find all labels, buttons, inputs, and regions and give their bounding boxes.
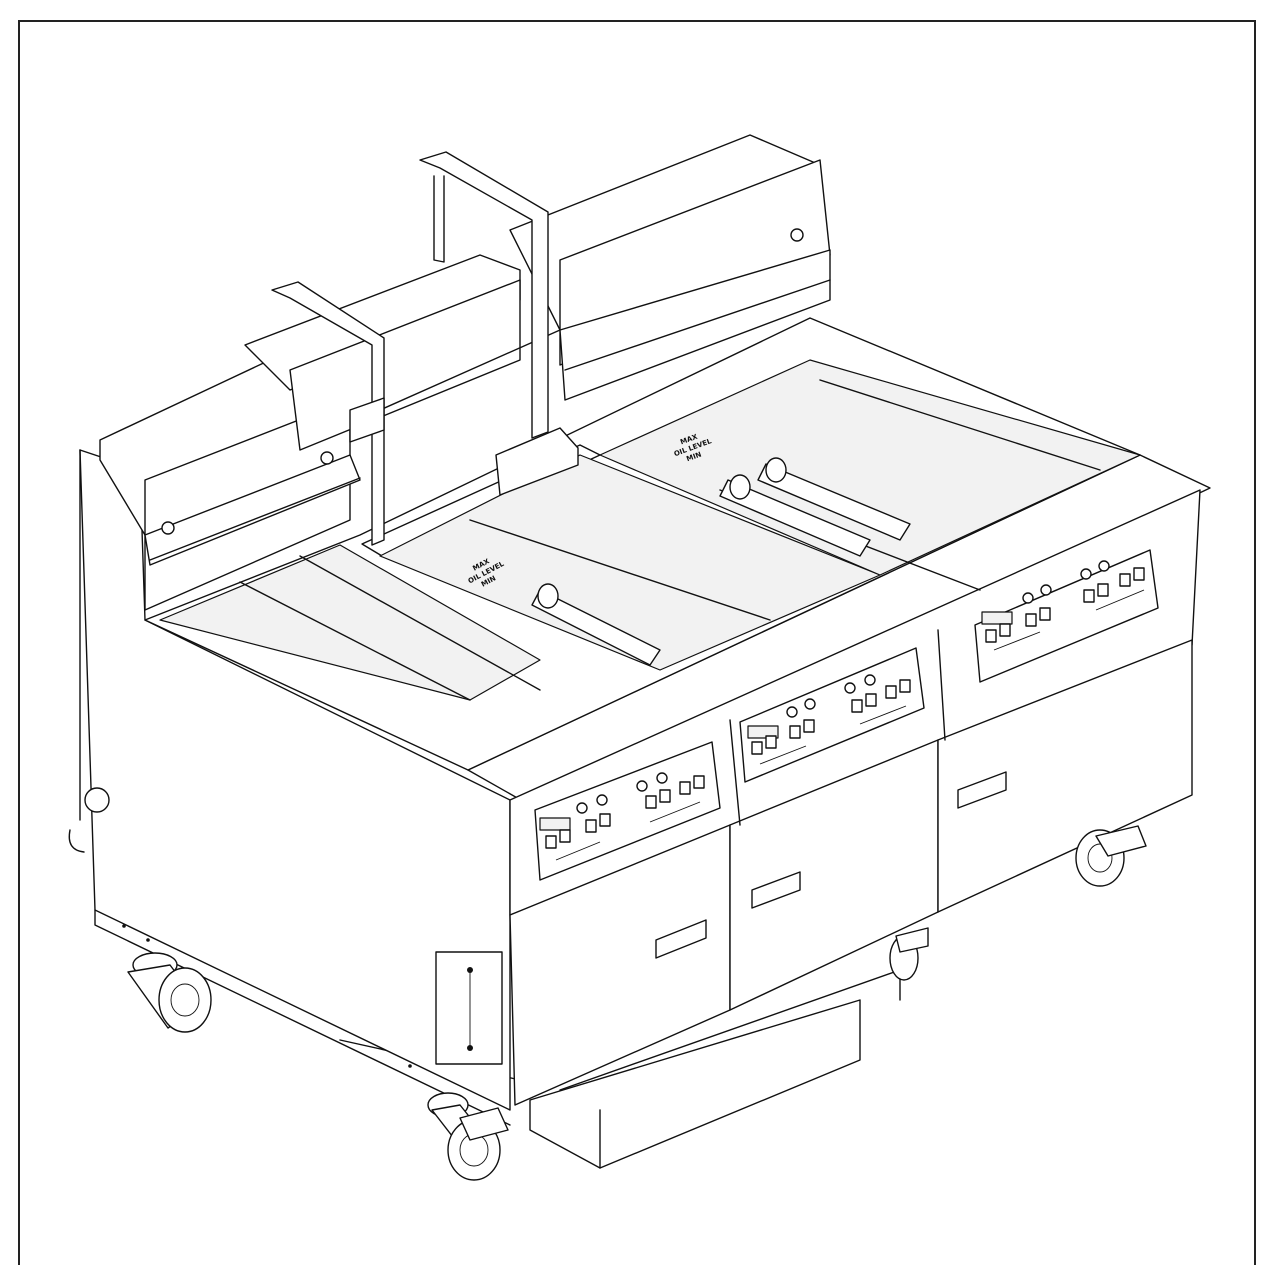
control-panel-2 [739,647,925,783]
caster-rear-left [127,952,212,1033]
side-knob-icon [84,787,110,813]
heating-elements [531,457,911,666]
control-panel-1 [534,741,721,881]
door-handle [655,919,707,959]
cabinet-door-right [937,639,1193,913]
door-handle [751,871,801,909]
fry-pot-right [599,359,1141,576]
caster-front-middle [889,927,929,981]
basket-lift-left [99,359,361,611]
caster-front-left [427,1092,509,1181]
basket-lift-arm-right [419,151,579,496]
basket-lift-middle [244,254,561,451]
door-handle [957,771,1007,809]
basket-lift-arm-left [271,281,385,546]
caster-front-right [1075,825,1147,887]
figure-border [18,20,1256,1265]
control-panel-3 [974,549,1159,683]
basket-lift-right [509,134,831,401]
left-side-panel [68,449,511,1126]
dump-station [159,544,541,701]
top-deck [144,317,1141,771]
